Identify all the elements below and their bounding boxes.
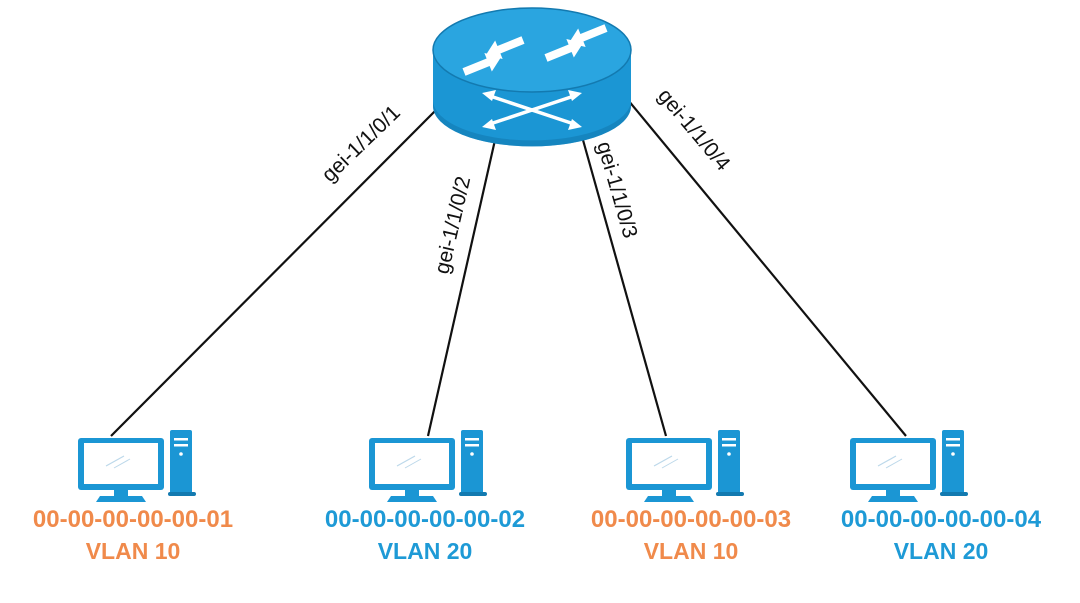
host-3 bbox=[625, 429, 745, 503]
router-icon bbox=[432, 7, 632, 147]
vlan-label-3: VLAN 10 bbox=[644, 538, 739, 564]
mac-address-2: 00-00-00-00-00-02 bbox=[325, 506, 525, 533]
vlan-label-1: VLAN 10 bbox=[86, 538, 181, 564]
mac-address-1: 00-00-00-00-00-01 bbox=[33, 506, 233, 533]
port-label-3: gei-1/1/0/3 bbox=[592, 139, 641, 241]
link-line-4 bbox=[627, 99, 907, 437]
desktop-computer-icon bbox=[849, 429, 969, 503]
port-label-1: gei-1/1/0/1 bbox=[317, 101, 404, 186]
link-line-3 bbox=[581, 139, 668, 437]
desktop-computer-icon bbox=[77, 429, 197, 503]
link-line-2 bbox=[426, 139, 497, 437]
host-1 bbox=[77, 429, 197, 503]
port-label-4: gei-1/1/0/4 bbox=[653, 84, 735, 175]
host-2 bbox=[368, 429, 488, 503]
desktop-computer-icon bbox=[625, 429, 745, 503]
desktop-computer-icon bbox=[368, 429, 488, 503]
mac-address-3: 00-00-00-00-00-03 bbox=[591, 506, 791, 533]
host-4 bbox=[849, 429, 969, 503]
connection-lines bbox=[110, 99, 907, 437]
link-line-1 bbox=[110, 99, 447, 437]
host-labels: 00-00-00-00-00-01 VLAN 10 00-00-00-00-00… bbox=[33, 506, 1042, 564]
mac-address-4: 00-00-00-00-00-04 bbox=[841, 506, 1042, 533]
vlan-label-2: VLAN 20 bbox=[378, 538, 473, 564]
vlan-label-4: VLAN 20 bbox=[894, 538, 989, 564]
